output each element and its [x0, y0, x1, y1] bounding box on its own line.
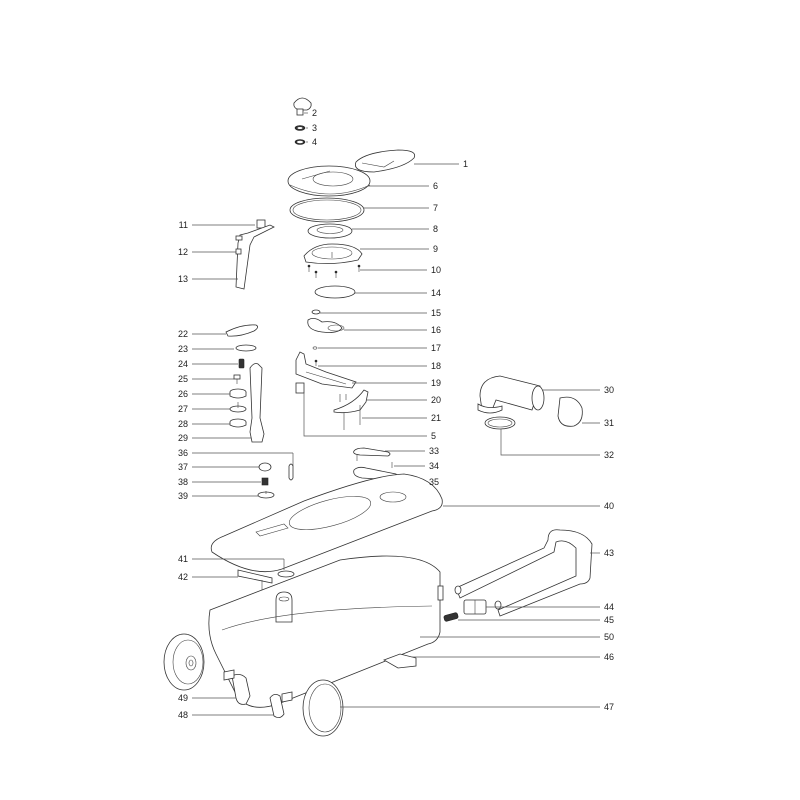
- part-14-disc: [314, 285, 356, 299]
- callout-5: 5: [431, 431, 437, 441]
- callout-33: 33: [429, 446, 440, 456]
- part-33-label-plate: [353, 447, 391, 457]
- callout-7: 7: [433, 203, 439, 213]
- callout-31: 31: [604, 418, 615, 428]
- callout-36: 36: [177, 448, 188, 458]
- part-15-washer: [311, 309, 321, 315]
- part-36-hook: [288, 463, 294, 481]
- callout-26: 26: [177, 389, 188, 399]
- part-12-13-handle: [235, 224, 275, 290]
- part-2-pour-cap: [293, 97, 312, 116]
- part-1-cover-plate: [355, 149, 416, 173]
- callout-29: 29: [177, 433, 188, 443]
- part-34-screws: [356, 455, 393, 468]
- part-9-valve-frame: [303, 243, 363, 264]
- callout-42: 42: [177, 572, 188, 582]
- part-50-tank-body: [208, 555, 444, 708]
- part-37-knob: [258, 462, 272, 472]
- part-44-clip: [463, 599, 487, 615]
- callout-34: 34: [429, 461, 440, 471]
- part-10-screws: [307, 264, 361, 278]
- part-5-bracket: [295, 382, 305, 394]
- callout-30: 30: [604, 385, 615, 395]
- part-41-ring: [277, 570, 295, 578]
- part-19-lever: [295, 351, 357, 389]
- part-6-lid-ring: [287, 165, 371, 197]
- callout-35: 35: [429, 477, 440, 487]
- part-23-plate: [235, 344, 257, 352]
- part-32-o-ring: [484, 416, 516, 430]
- callout-15: 15: [431, 308, 442, 318]
- callout-2: 2: [312, 108, 318, 118]
- part-39-washer: [257, 491, 275, 499]
- callout-21: 21: [431, 413, 442, 423]
- callout-12: 12: [177, 247, 188, 257]
- callout-28: 28: [177, 419, 188, 429]
- part-16-blade: [307, 318, 345, 333]
- part-46-bracket: [383, 653, 417, 669]
- callout-46: 46: [604, 652, 615, 662]
- part-45-spring: [443, 612, 459, 622]
- part-17-pin: [312, 346, 318, 350]
- callout-22: 22: [177, 329, 188, 339]
- callout-23: 23: [177, 344, 188, 354]
- part-4-ring: [294, 139, 306, 145]
- part-26-cap: [229, 388, 247, 399]
- part-18-screw: [314, 359, 318, 366]
- callout-38: 38: [177, 477, 188, 487]
- callout-20: 20: [431, 395, 442, 405]
- callout-44: 44: [604, 602, 615, 612]
- part-42-slider: [237, 569, 273, 590]
- part-7-gasket: [289, 197, 365, 223]
- callout-45: 45: [604, 615, 615, 625]
- left-wheel: [163, 633, 205, 691]
- part-24-spring: [238, 358, 245, 369]
- callout-50: 50: [604, 632, 615, 642]
- callout-17: 17: [431, 343, 442, 353]
- callout-11: 11: [178, 220, 188, 230]
- part-48-latch: [269, 691, 293, 718]
- part-49-latch: [223, 669, 251, 705]
- part-29-pump-arm: [249, 363, 265, 443]
- callout-37: 37: [177, 462, 188, 472]
- callout-1: 1: [463, 159, 469, 169]
- callout-16: 16: [431, 325, 442, 335]
- part-8-seal: [307, 223, 353, 239]
- callout-13: 13: [177, 274, 188, 284]
- callout-41: 41: [177, 554, 188, 564]
- callout-24: 24: [177, 359, 188, 369]
- part-21-screws: [343, 405, 361, 430]
- callout-47: 47: [604, 702, 615, 712]
- part-27-valve: [229, 402, 247, 413]
- part-31-spout-cap: [557, 396, 583, 427]
- callout-43: 43: [604, 548, 615, 558]
- part-22-button: [225, 324, 258, 337]
- callout-48: 48: [177, 710, 188, 720]
- callout-40: 40: [604, 501, 615, 511]
- callout-25: 25: [177, 374, 188, 384]
- callout-14: 14: [431, 288, 442, 298]
- callout-9: 9: [433, 244, 439, 254]
- part-28-seal: [229, 418, 247, 428]
- callout-18: 18: [431, 361, 442, 371]
- part-20-base: [333, 389, 369, 414]
- callout-3: 3: [312, 123, 318, 133]
- part-30-spout-elbow: [477, 375, 545, 414]
- callout-19: 19: [431, 378, 442, 388]
- part-40-top-housing: [210, 473, 443, 573]
- callout-39: 39: [177, 491, 188, 501]
- callout-27: 27: [177, 404, 188, 414]
- callout-8: 8: [433, 224, 439, 234]
- callout-4: 4: [312, 137, 318, 147]
- part-38-spring: [261, 477, 269, 486]
- part-11-clip: [256, 219, 266, 229]
- callout-10: 10: [431, 265, 442, 275]
- part-25-screw: [233, 374, 241, 384]
- part-47-wheel: [302, 679, 344, 737]
- callout-49: 49: [177, 693, 188, 703]
- callout-32: 32: [604, 450, 615, 460]
- callout-6: 6: [433, 181, 439, 191]
- part-3-ring: [294, 125, 306, 131]
